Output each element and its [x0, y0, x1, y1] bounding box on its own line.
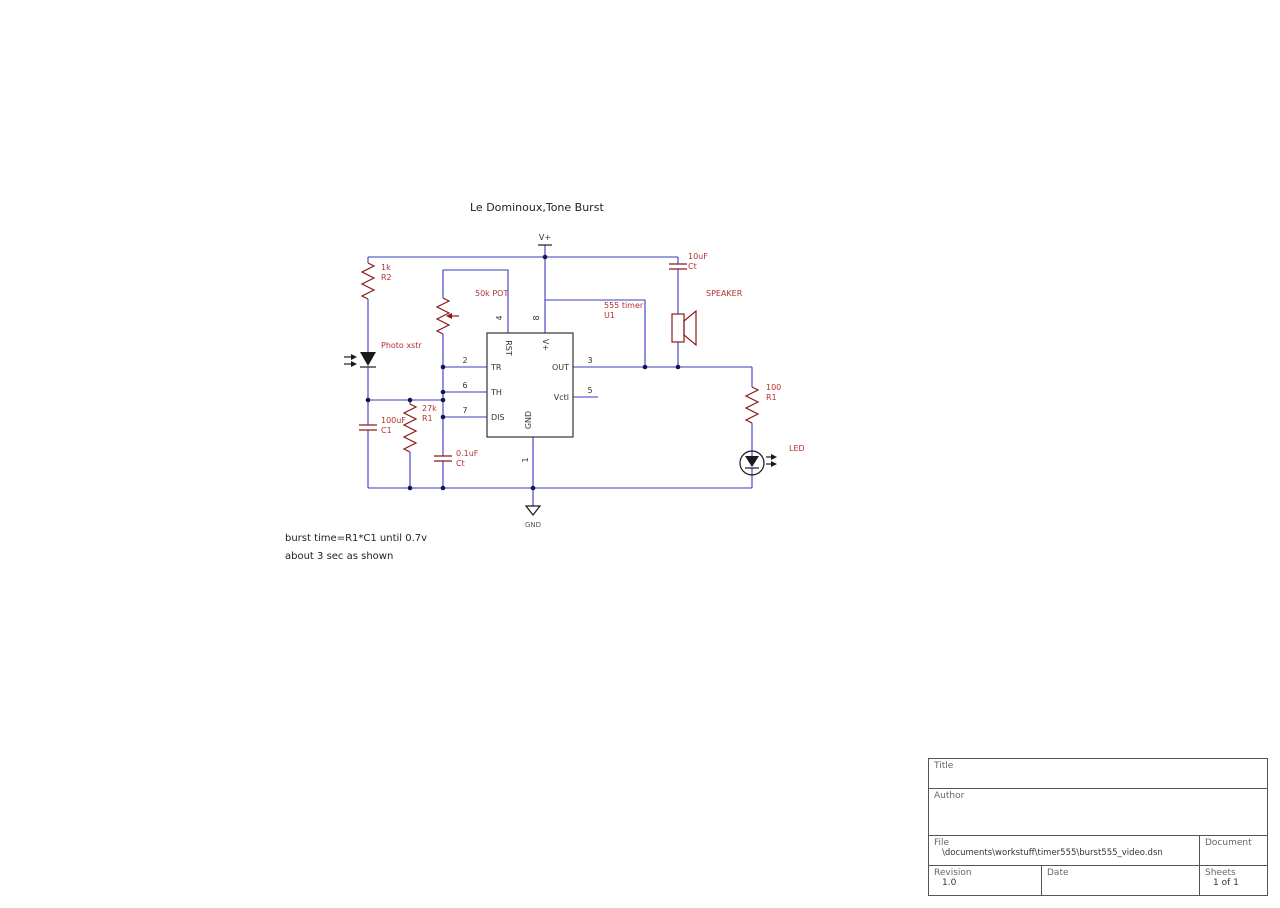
note-line-2: about 3 sec as shown: [285, 551, 393, 562]
ic-pin-name-th: TH: [490, 388, 502, 397]
junction-dots: [365, 254, 681, 491]
pin-number-6: 6: [462, 381, 467, 390]
speaker-horn: [683, 309, 697, 347]
r2-value-label: 1k: [381, 263, 391, 272]
titleblock-sheets-value: 1 of 1: [1213, 878, 1239, 888]
wire-u1-l: [545, 299, 646, 367]
pin-number-2: 2: [462, 356, 467, 365]
ct-out-ref-label: Ct: [688, 262, 697, 271]
speaker-label: SPEAKER: [706, 289, 743, 298]
u1-ref-label: U1: [604, 311, 615, 320]
led-label: LED: [789, 444, 805, 453]
pot-zigzag: [435, 297, 451, 335]
titleblock-revision-label: Revision: [934, 868, 972, 878]
phototransistor: Photo xstr: [344, 341, 422, 368]
capacitor-ct-timing: 0.1uF Ct: [434, 449, 479, 468]
ct-timing-ref-label: Ct: [456, 459, 465, 468]
titleblock-title-label: Title: [934, 761, 954, 771]
gnd-label: GND: [525, 521, 541, 529]
power-vplus: V+: [538, 233, 552, 246]
ground-symbol: GND: [524, 505, 542, 529]
r1-timing-value-label: 27k: [422, 404, 437, 413]
ct-timing-value-label: 0.1uF: [456, 449, 479, 458]
speaker-body: [671, 313, 685, 343]
resistor-r1-timing: 27k R1: [402, 403, 437, 453]
pin-number-8: 8: [532, 315, 541, 320]
junction-dot: [542, 254, 548, 260]
junction-dot: [407, 485, 413, 491]
photo-triangle: [360, 352, 376, 366]
resistor-zigzag: [402, 403, 418, 453]
junction-dot: [675, 364, 681, 370]
pin-number-3: 3: [587, 356, 592, 365]
wires: [367, 245, 753, 506]
resistor-r1-output: 100 R1: [744, 383, 781, 424]
note-line-1: burst time=R1*C1 until 0.7v: [285, 533, 427, 544]
resistor-r2: 1k R2: [360, 262, 392, 300]
capacitor-c1: 100uF C1: [359, 416, 406, 435]
emit-arrowhead: [771, 454, 777, 460]
titleblock-author-label: Author: [934, 791, 965, 801]
c1-ref-label: C1: [381, 426, 392, 435]
wire-pot-to-rst: [442, 269, 509, 333]
gnd-triangle: [524, 505, 542, 516]
photo-label: Photo xstr: [381, 341, 422, 350]
u1-label: 555 timer: [604, 301, 644, 310]
ic-body: [486, 332, 574, 438]
vplus-label: V+: [539, 233, 551, 242]
r1-out-ref-label: R1: [766, 393, 777, 402]
potentiometer: 50k POT: [435, 289, 508, 335]
junction-dot: [440, 389, 446, 395]
light-arrowhead: [351, 354, 357, 360]
led-triangle: [745, 456, 759, 467]
ic-pin-name-tr: TR: [490, 363, 502, 372]
led: LED: [739, 444, 805, 476]
ic-pin-name-gnd: GND: [524, 411, 533, 429]
light-arrowhead: [351, 361, 357, 367]
capacitor-ct-output: 10uF Ct: [669, 252, 708, 271]
emit-arrowhead: [771, 461, 777, 467]
ic-pin-name-dis: DIS: [491, 413, 505, 422]
title-block: Title Author File \documents\workstuff\t…: [928, 758, 1268, 896]
led-circle: [739, 450, 765, 476]
junction-dot: [440, 414, 446, 420]
junction-dot: [642, 364, 648, 370]
titleblock-sheets-label: Sheets: [1205, 868, 1236, 878]
junction-dot: [365, 397, 371, 403]
c1-value-label: 100uF: [381, 416, 406, 425]
titleblock-date-label: Date: [1047, 868, 1069, 878]
pot-wiper-arrowhead: [446, 313, 452, 319]
pin-number-5: 5: [587, 386, 592, 395]
resistor-zigzag: [360, 262, 376, 300]
r1-timing-ref-label: R1: [422, 414, 433, 423]
schematic-title: Le Dominoux,Tone Burst: [470, 201, 604, 214]
titleblock-file-label: File: [934, 838, 950, 848]
ic-pin-name-out: OUT: [552, 363, 569, 372]
r2-ref-label: R2: [381, 273, 392, 282]
pin-number-4: 4: [495, 315, 504, 320]
junction-dot: [407, 397, 413, 403]
junction-dot: [440, 485, 446, 491]
speaker: SPEAKER: [671, 289, 743, 347]
pot-label: 50k POT: [475, 289, 508, 298]
junction-dot: [530, 485, 536, 491]
pin-number-1: 1: [521, 457, 530, 462]
ct-out-value-label: 10uF: [688, 252, 708, 261]
ic-555-u1: RST V+ TR TH DIS OUT Vctl GND 4 8 2 6 7 …: [462, 301, 643, 463]
pin-number-7: 7: [462, 406, 467, 415]
ic-pin-name-rst: RST: [504, 340, 513, 356]
ic-pin-name-vctl: Vctl: [554, 393, 569, 402]
titleblock-revision-value: 1.0: [942, 878, 957, 888]
junction-dot: [440, 397, 446, 403]
ic-pin-name-vcc: V+: [541, 339, 550, 351]
resistor-zigzag: [744, 386, 760, 424]
titleblock-file-value: \documents\workstuff\timer555\burst555_v…: [942, 848, 1163, 858]
titleblock-document-label: Document: [1205, 838, 1252, 848]
junction-dot: [440, 364, 446, 370]
r1-out-value-label: 100: [766, 383, 781, 392]
